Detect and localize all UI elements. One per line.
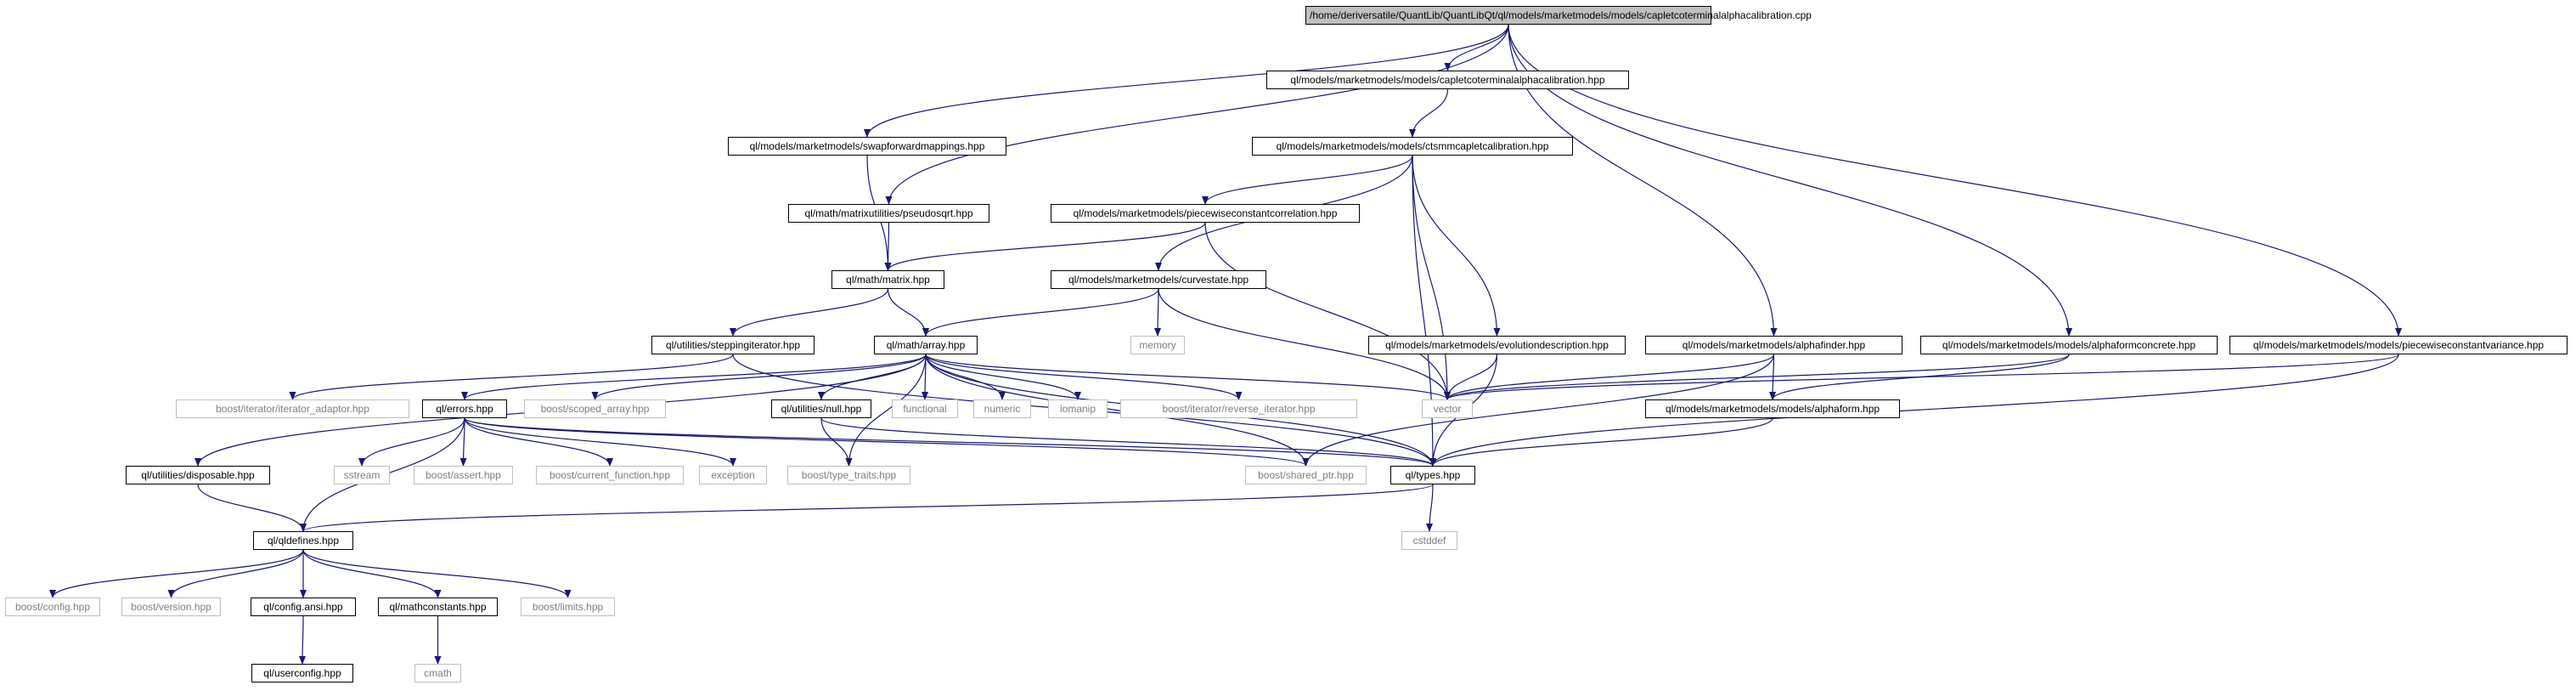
edge-curvestate-to-array bbox=[922, 288, 1159, 337]
node-exception[interactable]: exception bbox=[699, 466, 767, 484]
node-mathconstants[interactable]: ql/mathconstants.hpp bbox=[378, 598, 498, 616]
node-shared-ptr[interactable]: boost/shared_ptr.hpp bbox=[1245, 466, 1367, 484]
node-config[interactable]: boost/config.hpp bbox=[5, 598, 100, 616]
edge-array-to-shared_ptr bbox=[925, 354, 1310, 467]
node-root[interactable]: /home/deriversatile/QuantLib/QuantLibQt/… bbox=[1305, 6, 1812, 25]
node-iomanip[interactable]: iomanip bbox=[1048, 399, 1108, 418]
node-scoped-array[interactable]: boost/scoped_array.hpp bbox=[524, 399, 666, 418]
edge-ctsmm-to-evodesc bbox=[1412, 155, 1501, 337]
edge-pseudosqrt-to-matrix bbox=[884, 222, 892, 271]
edge-root-to-capletcalib_hpp bbox=[1444, 24, 1509, 71]
node-array[interactable]: ql/math/array.hpp bbox=[874, 336, 978, 354]
node-alphaformconcrete[interactable]: ql/models/marketmodels/models/alphaformc… bbox=[1920, 336, 2218, 354]
edge-qldefines-to-config bbox=[49, 549, 304, 598]
edge-errors-to-shared_ptr bbox=[464, 417, 1310, 467]
node-errors[interactable]: ql/errors.hpp bbox=[422, 399, 507, 418]
edge-errors-to-types bbox=[464, 417, 1436, 467]
node-limits[interactable]: boost/limits.hpp bbox=[521, 598, 615, 616]
node-numeric[interactable]: numeric bbox=[973, 399, 1031, 418]
node-assert[interactable]: boost/assert.hpp bbox=[414, 466, 513, 484]
edge-qldefines-to-mathconstants bbox=[302, 549, 442, 598]
node-types[interactable]: ql/types.hpp bbox=[1390, 466, 1475, 484]
node-cmath[interactable]: cmath bbox=[414, 664, 461, 683]
node-curvestate[interactable]: ql/models/marketmodels/curvestate.hpp bbox=[1051, 270, 1266, 289]
edge-pwcorr-to-vector bbox=[1204, 222, 1451, 400]
edge-pwvariance-to-types bbox=[1429, 354, 2399, 467]
node-pwvariance[interactable]: ql/models/marketmodels/models/piecewisec… bbox=[2229, 336, 2568, 354]
node-rev-iter[interactable]: boost/iterator/reverse_iterator.hpp bbox=[1120, 399, 1357, 418]
edge-config_ansi-to-userconfig bbox=[299, 615, 307, 665]
node-pseudosqrt[interactable]: ql/math/matrixutilities/pseudosqrt.hpp bbox=[788, 204, 989, 223]
edge-array-to-type_traits bbox=[845, 354, 927, 467]
node-capletcalib-hpp[interactable]: ql/models/marketmodels/models/capletcote… bbox=[1266, 71, 1629, 89]
edge-root-to-swapfwd bbox=[864, 24, 1509, 138]
edge-disposable-to-qldefines bbox=[197, 484, 307, 532]
node-userconfig[interactable]: ql/userconfig.hpp bbox=[251, 664, 353, 683]
node-alphaform[interactable]: ql/models/marketmodels/models/alphaform.… bbox=[1645, 399, 1900, 418]
edge-ctsmm-to-vector bbox=[1412, 155, 1451, 400]
node-version[interactable]: boost/version.hpp bbox=[121, 598, 221, 616]
node-swapfwd[interactable]: ql/models/marketmodels/swapforwardmappin… bbox=[728, 137, 1006, 156]
node-functional[interactable]: functional bbox=[892, 399, 958, 418]
node-alphafinder[interactable]: ql/models/marketmodels/alphafinder.hpp bbox=[1645, 336, 1902, 354]
node-vector[interactable]: vector bbox=[1422, 399, 1473, 418]
node-null[interactable]: ql/utilities/null.hpp bbox=[771, 399, 871, 418]
edge-curvestate-to-vector bbox=[1158, 288, 1451, 400]
edge-pwvariance-to-vector bbox=[1444, 354, 2399, 400]
edge-root-to-pseudosqrt bbox=[885, 24, 1509, 205]
edge-types-to-qldefines bbox=[300, 484, 1434, 532]
edge-null-to-types bbox=[820, 417, 1436, 467]
edge-pwcorr-to-matrix bbox=[884, 222, 1206, 271]
edge-stepiter-to-iter_adaptor bbox=[289, 354, 734, 400]
node-evodesc[interactable]: ql/models/marketmodels/evolutiondescript… bbox=[1368, 336, 1626, 354]
edge-matrix-to-array bbox=[887, 288, 929, 337]
edge-alphafinder-to-shared_ptr bbox=[1302, 354, 1775, 467]
edge-capletcalib_hpp-to-ctsmm bbox=[1409, 88, 1449, 138]
edge-errors-to-sstream bbox=[358, 417, 465, 467]
edge-types-to-cstddef bbox=[1426, 484, 1434, 532]
edge-alphafinder-to-vector bbox=[1444, 354, 1775, 400]
edge-errors-to-exception bbox=[464, 417, 736, 467]
edge-qldefines-to-limits bbox=[302, 549, 572, 598]
node-type-traits[interactable]: boost/type_traits.hpp bbox=[787, 466, 910, 484]
edge-array-to-vector bbox=[925, 354, 1451, 400]
node-sstream[interactable]: sstream bbox=[334, 466, 390, 484]
edge-array-to-scoped_array bbox=[591, 354, 927, 400]
edge-alphaform-to-types bbox=[1429, 417, 1773, 467]
edge-array-to-errors bbox=[461, 354, 927, 400]
node-qldefines[interactable]: ql/qldefines.hpp bbox=[253, 531, 353, 550]
edge-array-to-rev_iter bbox=[925, 354, 1243, 400]
edge-alphafinder-to-alphaform bbox=[1769, 354, 1777, 400]
node-cstddef[interactable]: cstddef bbox=[1401, 531, 1457, 550]
edge-errors-to-assert bbox=[459, 417, 467, 467]
node-disposable[interactable]: ql/utilities/disposable.hpp bbox=[126, 466, 270, 484]
edge-qldefines-to-version bbox=[167, 549, 304, 598]
edge-null-to-type_traits bbox=[820, 417, 853, 467]
node-config-ansi[interactable]: ql/config.ansi.hpp bbox=[251, 598, 356, 616]
edge-ctsmm-to-pwcorr bbox=[1202, 155, 1413, 205]
edge-errors-to-current_function bbox=[464, 417, 613, 467]
edge-alphaformconcrete-to-vector bbox=[1444, 354, 2070, 400]
node-matrix[interactable]: ql/math/matrix.hpp bbox=[831, 270, 944, 289]
node-pwcorr[interactable]: ql/models/marketmodels/piecewiseconstant… bbox=[1051, 204, 1360, 223]
node-stepiter[interactable]: ql/utilities/steppingiterator.hpp bbox=[651, 336, 815, 354]
node-memory[interactable]: memory bbox=[1130, 336, 1185, 354]
node-iter-adaptor[interactable]: boost/iterator/iterator_adaptor.hpp bbox=[176, 399, 409, 418]
edge-array-to-iomanip bbox=[925, 354, 1081, 400]
node-ctsmm[interactable]: ql/models/marketmodels/models/ctsmmcaple… bbox=[1252, 137, 1573, 156]
node-current-function[interactable]: boost/current_function.hpp bbox=[536, 466, 684, 484]
edge-matrix-to-stepiter bbox=[730, 288, 889, 337]
